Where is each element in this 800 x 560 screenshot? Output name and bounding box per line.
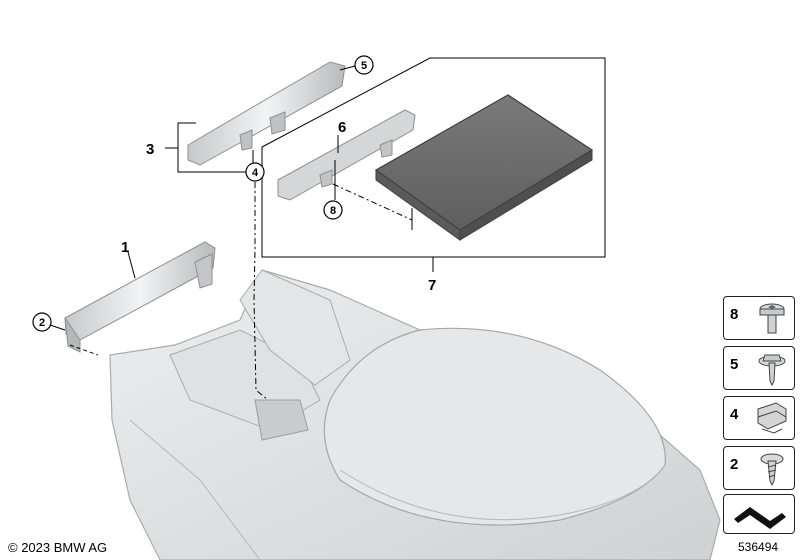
- clip-nut-icon: [757, 402, 787, 434]
- callout-5: 5: [354, 55, 374, 75]
- legend-item-8: 8: [723, 296, 795, 340]
- copyright-text: © 2023 BMW AG: [8, 540, 108, 555]
- part-6-bracket: [277, 109, 416, 201]
- leader-lines: [49, 57, 606, 401]
- callout-4: 4: [245, 162, 265, 182]
- center-console: [109, 269, 721, 560]
- part-group-arrow-icon: [734, 507, 786, 529]
- callout-4-text: 4: [252, 167, 259, 179]
- callout-2: 2: [32, 312, 52, 332]
- hex-screw-icon: [758, 354, 786, 387]
- legend-item-group: [723, 494, 795, 534]
- legend-number: 8: [730, 306, 739, 323]
- callout-1: 1: [121, 239, 129, 256]
- torx-screw-icon: [759, 303, 785, 334]
- legend-number: 4: [730, 406, 739, 423]
- part-7-panel: [374, 94, 594, 241]
- callout-5-text: 5: [361, 60, 367, 72]
- self-tapping-screw-icon: [760, 453, 784, 487]
- callout-3: 3: [146, 141, 154, 158]
- callout-6: 6: [338, 119, 346, 136]
- legend-item-5: 5: [723, 346, 795, 390]
- callout-2-text: 2: [39, 317, 45, 329]
- callout-8: 8: [323, 200, 343, 220]
- legend-item-4: 4: [723, 396, 795, 440]
- callout-8-text: 8: [330, 205, 336, 217]
- part-3-trim-strip: [187, 61, 346, 166]
- legend-number: 2: [730, 456, 739, 473]
- legend-number: 5: [730, 356, 739, 373]
- callout-7: 7: [428, 277, 436, 294]
- legend-item-2: 2: [723, 446, 795, 490]
- part-1-grip-bar: [64, 241, 216, 353]
- document-number: 536494: [738, 540, 779, 554]
